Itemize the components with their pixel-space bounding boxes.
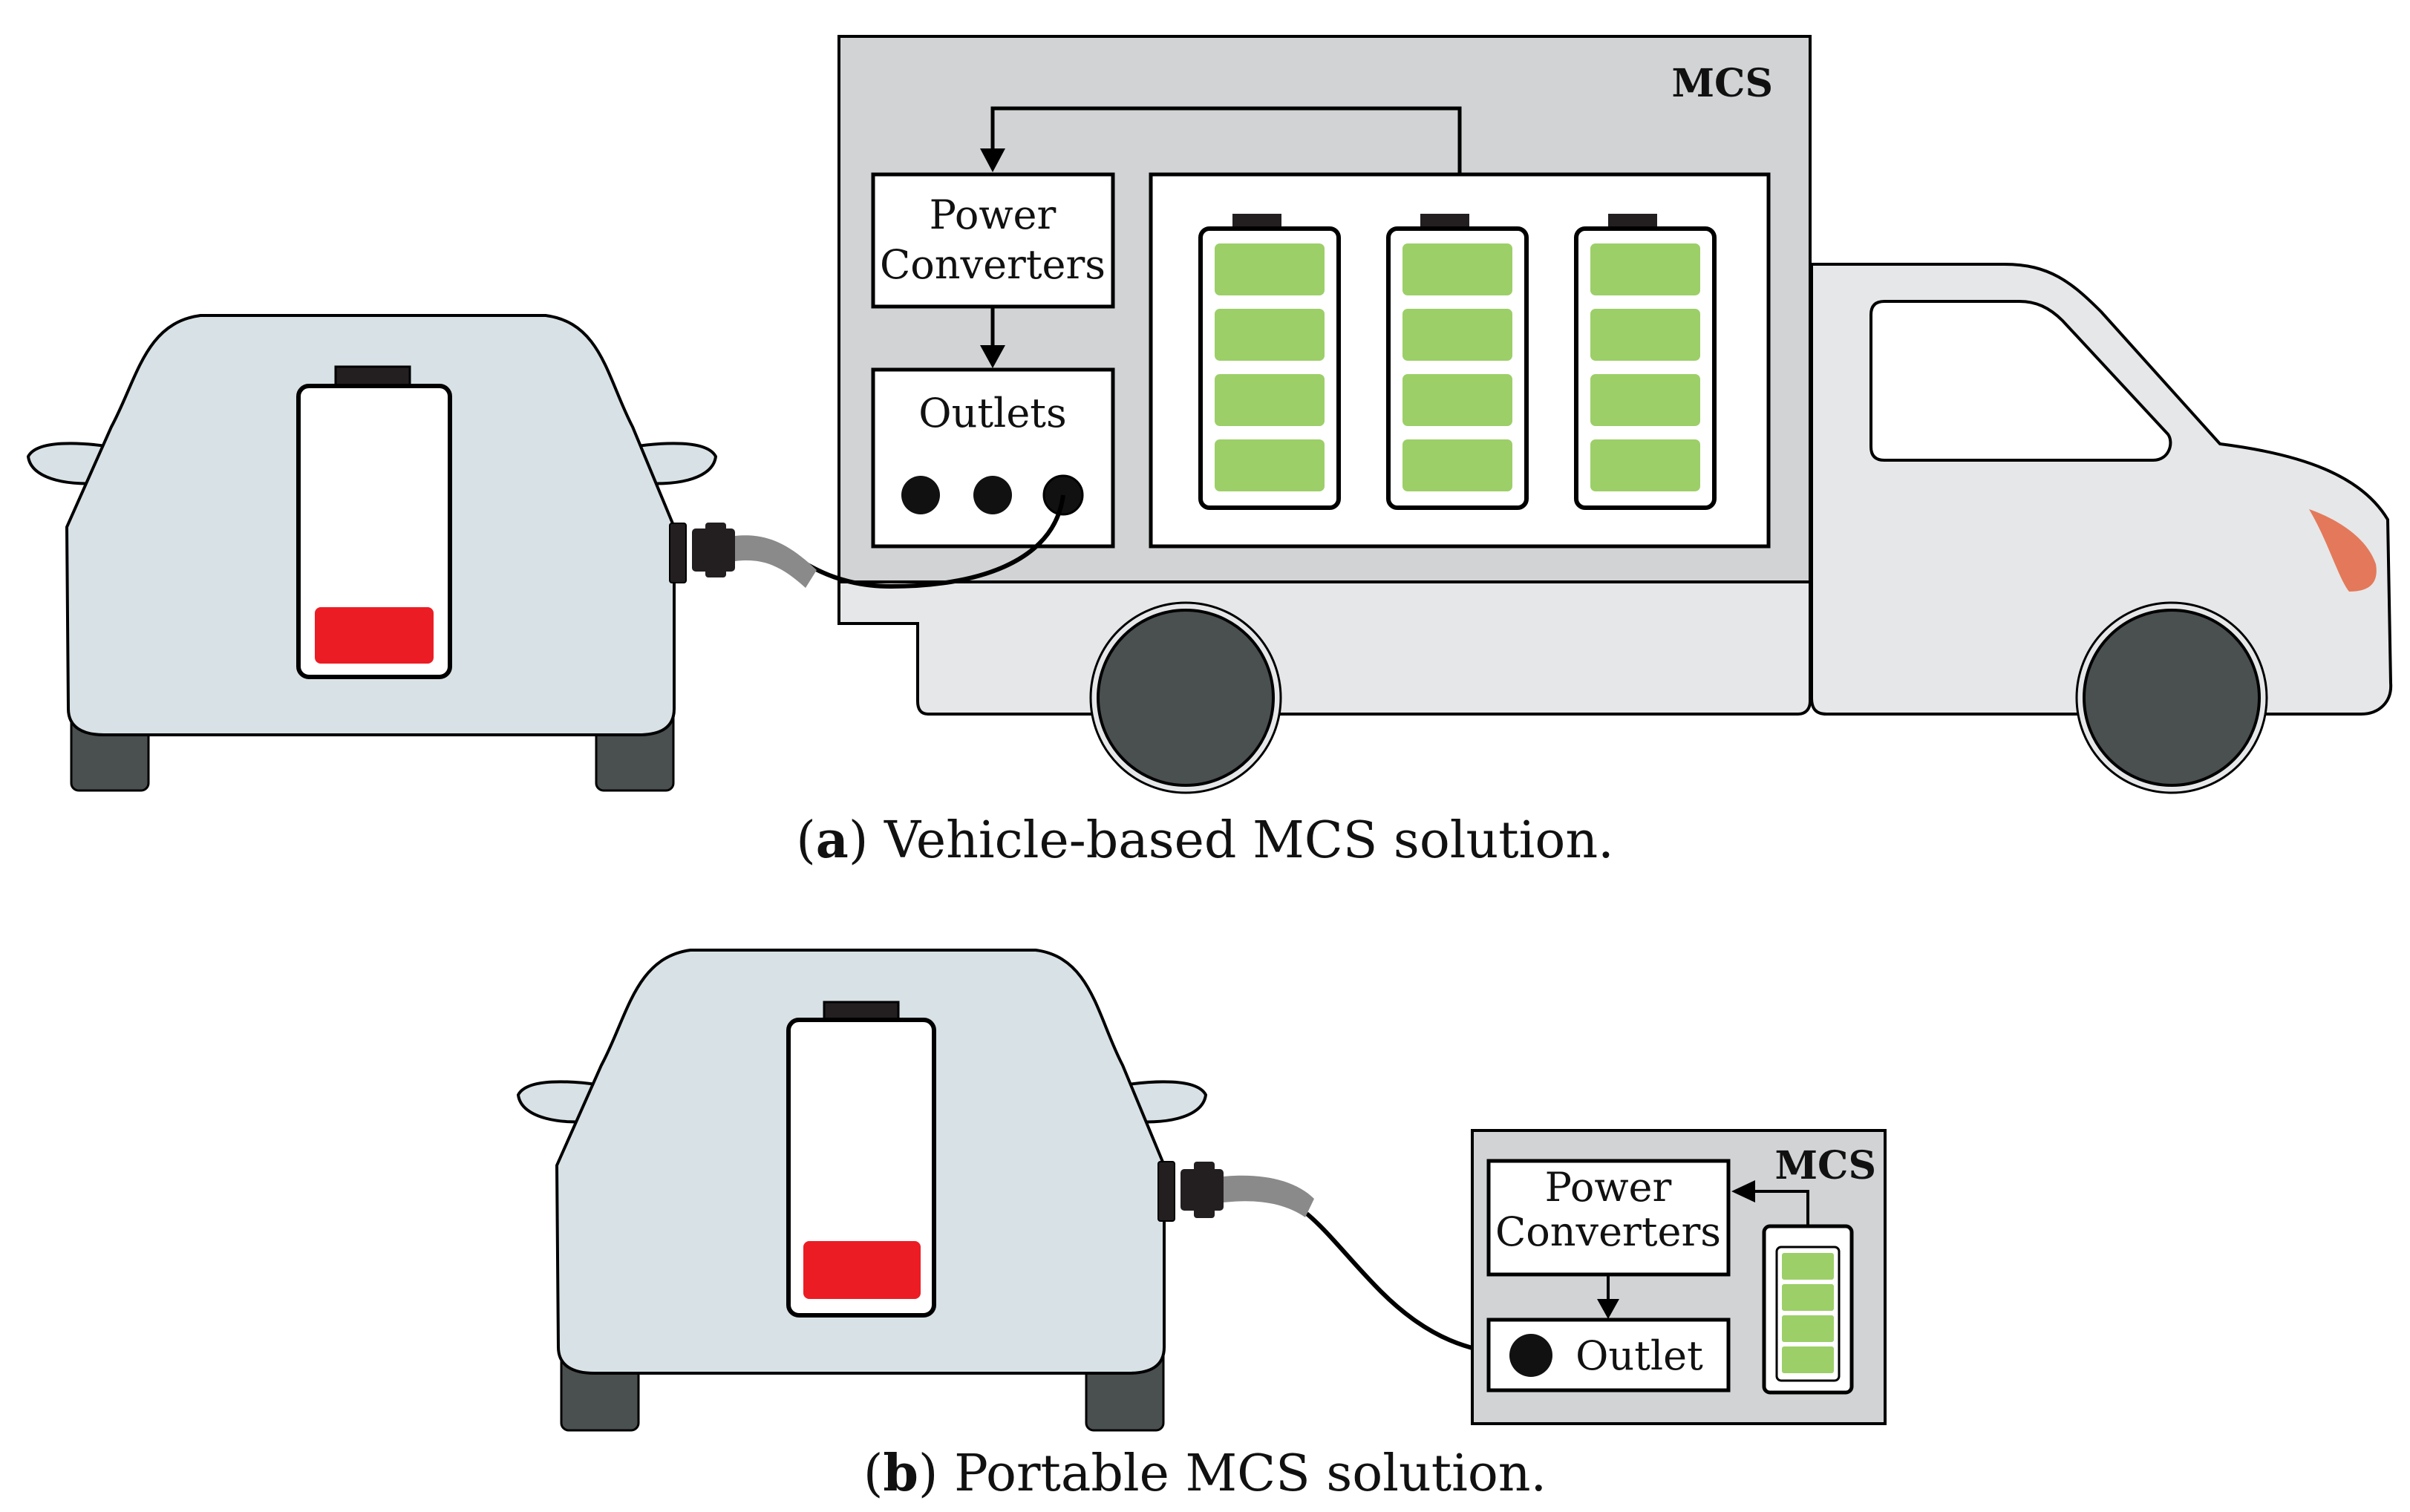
charging-cable-b bbox=[1180, 1162, 1532, 1358]
battery-cell-level bbox=[1782, 1253, 1834, 1280]
battery-cell-level bbox=[1402, 309, 1512, 361]
caption-b-letter: b bbox=[883, 1444, 918, 1503]
portable-mcs-unit: MCS Power Converters Outlet bbox=[1471, 1129, 1887, 1425]
car-battery-low-cell-b bbox=[803, 1241, 921, 1299]
power-converters-box-b bbox=[1486, 1159, 1731, 1277]
battery-case bbox=[1574, 226, 1717, 510]
battery-cell-level bbox=[1215, 309, 1325, 361]
battery-bank-cell-3 bbox=[1574, 214, 1717, 510]
battery-cell-level bbox=[1215, 439, 1325, 491]
battery-cap bbox=[1420, 214, 1469, 230]
arrowhead-into-converters bbox=[980, 148, 1005, 172]
car-battery-a bbox=[296, 384, 452, 679]
caption-a-letter: a bbox=[816, 811, 849, 870]
battery-bank-cell-2 bbox=[1386, 214, 1529, 510]
battery-cell-level bbox=[1402, 374, 1512, 426]
power-converters-label-a-line2: Converters bbox=[880, 241, 1106, 288]
battery-case bbox=[1198, 226, 1341, 510]
caption-a-text: Vehicle-based MCS solution. bbox=[884, 811, 1614, 870]
panel-a: MCS Power Converters Outlets bbox=[26, 35, 2393, 870]
power-converters-label-b-line2: Converters bbox=[1495, 1208, 1721, 1255]
outlet-socket-2 bbox=[973, 476, 1012, 514]
car-battery-low-cell-a bbox=[315, 607, 434, 664]
battery-cell-level bbox=[1590, 243, 1700, 295]
cable-plug-collar bbox=[705, 523, 726, 577]
battery-cell-level bbox=[1402, 439, 1512, 491]
caption-b: (b) Portable MCS solution. bbox=[863, 1444, 1547, 1503]
cable-wire bbox=[793, 494, 1065, 589]
battery-cell-level bbox=[1782, 1284, 1834, 1311]
arrowhead-into-outlet-b bbox=[1597, 1299, 1619, 1319]
electric-car-b bbox=[516, 949, 1208, 1432]
charge-port-a bbox=[669, 523, 687, 583]
battery-cell-level bbox=[1782, 1315, 1834, 1342]
truck-rear-bed bbox=[837, 580, 1812, 716]
battery-cap bbox=[1232, 214, 1281, 230]
arrowhead-into-converters-b bbox=[1731, 1180, 1755, 1202]
battery-cell-level bbox=[1590, 374, 1700, 426]
cable-sleeve bbox=[735, 535, 817, 588]
power-converters-label-b-line1: Power bbox=[1545, 1164, 1672, 1211]
battery-cell-level bbox=[1215, 243, 1325, 295]
mcs-label-a: MCS bbox=[1672, 61, 1774, 106]
panel-b: MCS Power Converters Outlet (b) Portable… bbox=[516, 949, 1887, 1503]
truck-window bbox=[1869, 300, 2172, 462]
mcs-label-b: MCS bbox=[1775, 1143, 1877, 1188]
outlet-socket-1 bbox=[901, 476, 940, 514]
battery-bank-cell-1 bbox=[1198, 214, 1341, 510]
power-converters-label-a-line1: Power bbox=[930, 192, 1057, 238]
outlets-label-a: Outlets bbox=[918, 390, 1066, 436]
caption-b-text: Portable MCS solution. bbox=[954, 1444, 1547, 1503]
battery-cell-level bbox=[1590, 309, 1700, 361]
arrow-batteries-to-converters bbox=[990, 106, 1462, 174]
truck-headlight bbox=[2309, 509, 2377, 592]
outlet-label-b: Outlet bbox=[1575, 1332, 1703, 1379]
arrowhead-into-outlets bbox=[980, 345, 1005, 368]
battery-cap bbox=[1608, 214, 1657, 230]
power-converters-box-a bbox=[871, 172, 1115, 309]
outlet-socket-b bbox=[1509, 1334, 1552, 1377]
charging-cable-a bbox=[692, 494, 1065, 589]
battery-cell-level bbox=[1402, 243, 1512, 295]
truck-wheel-rear-tire bbox=[1097, 609, 1275, 787]
battery-cell-level bbox=[1590, 439, 1700, 491]
arrow-battery-to-converters-b bbox=[1752, 1190, 1809, 1226]
caption-a: (a) Vehicle-based MCS solution. bbox=[796, 811, 1613, 870]
battery-cell-level bbox=[1215, 374, 1325, 426]
cable-sleeve bbox=[1224, 1175, 1314, 1217]
charge-port-b bbox=[1157, 1161, 1175, 1222]
cable-plug-collar bbox=[1194, 1162, 1215, 1218]
electric-car-a bbox=[26, 314, 718, 792]
outlets-box-a bbox=[871, 367, 1115, 549]
battery-case bbox=[1386, 226, 1529, 510]
battery-cell-level bbox=[1782, 1346, 1834, 1373]
truck-wheel-front-tire bbox=[2083, 609, 2261, 787]
